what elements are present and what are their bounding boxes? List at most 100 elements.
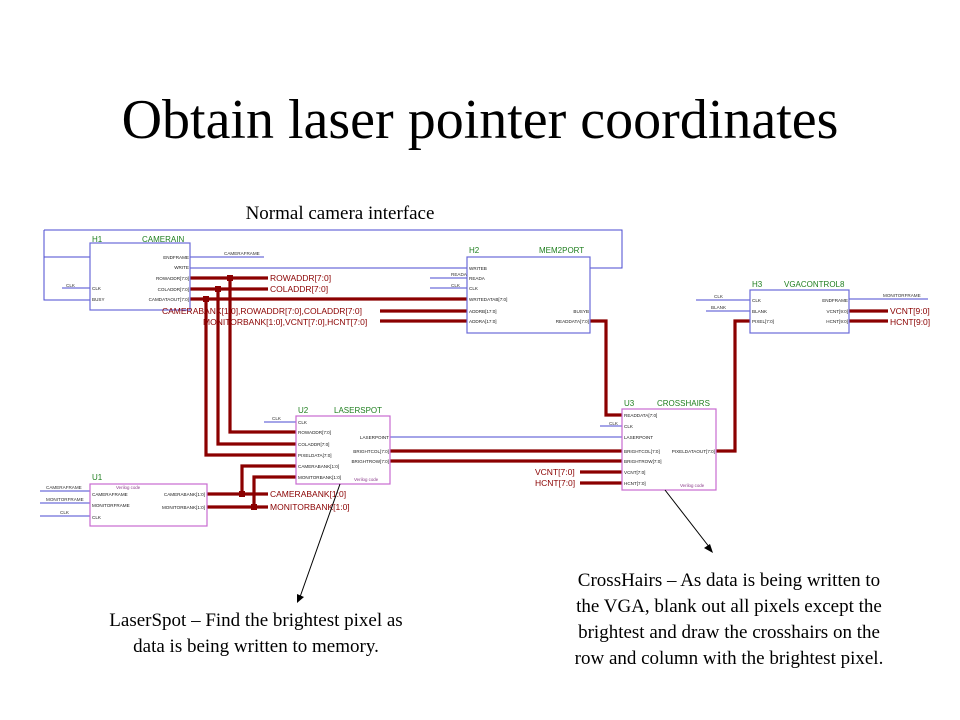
h3-blank-in-label: BLANK xyxy=(711,305,727,310)
svg-text:BRIGHTROW[7:0]: BRIGHTROW[7:0] xyxy=(624,459,662,464)
block-h3-vgacontrol8: H3 VGACONTROL8 CLK BLANK PIXEL[7:0] ENDF… xyxy=(749,280,850,334)
annotation-arrows xyxy=(297,483,713,603)
svg-text:WRITEDATAB[7:0]: WRITEDATAB[7:0] xyxy=(469,297,507,302)
svg-text:HCNT[7:0]: HCNT[7:0] xyxy=(535,478,575,488)
svg-text:MONITORBANK[1:0]: MONITORBANK[1:0] xyxy=(298,475,341,480)
svg-text:BRIGHTCOL[7:0]: BRIGHTCOL[7:0] xyxy=(624,449,660,454)
svg-text:LASERSPOT: LASERSPOT xyxy=(334,406,382,415)
svg-text:U1: U1 xyxy=(92,473,103,482)
svg-text:MONITORBANK[1:0]: MONITORBANK[1:0] xyxy=(162,505,205,510)
svg-text:READA: READA xyxy=(469,276,486,281)
svg-text:CROSSHAIRS: CROSSHAIRS xyxy=(657,399,710,408)
svg-text:PIXELDATA[7:0]: PIXELDATA[7:0] xyxy=(298,453,332,458)
svg-text:ADDRB[17:0]: ADDRB[17:0] xyxy=(469,309,497,314)
svg-text:MONITORFRAME: MONITORFRAME xyxy=(92,503,130,508)
svg-text:CLK: CLK xyxy=(469,286,479,291)
svg-text:Verilog code: Verilog code xyxy=(354,477,379,482)
h3-clk-in-label: CLK xyxy=(714,294,724,299)
block-u1-verilog: U1 Verilog code CAMERAFRAME MONITORFRAME… xyxy=(89,473,208,527)
svg-text:COLADDR[7:0]: COLADDR[7:0] xyxy=(158,287,189,292)
svg-text:HCNT[7:0]: HCNT[7:0] xyxy=(624,481,646,486)
crosshairs-caption: CrossHairs – As data is being written to… xyxy=(520,568,938,672)
slide-title: Obtain laser pointer coordinates xyxy=(121,89,839,151)
u3-clk-in-label: CLK xyxy=(609,421,619,426)
svg-text:CAMERABANK[1:0],ROWADDR[7:0],C: CAMERABANK[1:0],ROWADDR[7:0],COLADDR[7:0… xyxy=(162,306,362,316)
svg-text:ENDFRAME: ENDFRAME xyxy=(163,255,189,260)
data-buses xyxy=(190,275,888,510)
crosshairs-caption-line-2: the VGA, blank out all pixels except the xyxy=(576,596,882,617)
svg-text:WRITEB: WRITEB xyxy=(469,266,487,271)
svg-text:CLK: CLK xyxy=(624,424,634,429)
svg-text:BLANK: BLANK xyxy=(752,309,768,314)
svg-text:COLADDR[7:0]: COLADDR[7:0] xyxy=(270,284,328,294)
block-u2-laserspot: U2 LASERSPOT Verilog code CLK ROWADDR[7:… xyxy=(295,406,391,485)
crosshairs-caption-line-3: brightest and draw the crosshairs on the xyxy=(578,622,880,643)
laserspot-caption: LaserSpot – Find the brightest pixel as … xyxy=(60,608,452,660)
cameraframe-out-label: CAMERAFRAME xyxy=(224,251,260,256)
svg-text:ROWADDR[7:0]: ROWADDR[7:0] xyxy=(270,273,331,283)
block-h2-mem2port: H2 MEM2PORT WRITEB READA CLK WRITEDATAB[… xyxy=(466,246,591,334)
svg-text:CAMERABANK[1:0]: CAMERABANK[1:0] xyxy=(164,492,205,497)
crosshairs-caption-line-4: row and column with the brightest pixel. xyxy=(574,648,884,669)
svg-text:MONITORBANK[1:0],VCNT[7:0],HCN: MONITORBANK[1:0],VCNT[7:0],HCNT[7:0] xyxy=(203,317,367,327)
svg-text:VCNT[7:0]: VCNT[7:0] xyxy=(535,467,575,477)
svg-text:CLK: CLK xyxy=(298,420,308,425)
svg-text:U2: U2 xyxy=(298,406,309,415)
svg-text:ROWADDR[7:0]: ROWADDR[7:0] xyxy=(298,430,331,435)
block-u3-crosshairs: U3 CROSSHAIRS Verilog code READDATA[7:0]… xyxy=(621,399,717,491)
monitorframe-in-label: MONITORFRAME xyxy=(46,497,84,502)
svg-text:BRIGHTROW[7:0]: BRIGHTROW[7:0] xyxy=(351,459,389,464)
svg-text:BUSYB: BUSYB xyxy=(573,309,589,314)
svg-text:BUSY: BUSY xyxy=(92,297,105,302)
control-wires xyxy=(40,229,928,517)
svg-text:PIXELDATAOUT[7:0]: PIXELDATAOUT[7:0] xyxy=(672,449,715,454)
svg-text:MEM2PORT: MEM2PORT xyxy=(539,246,584,255)
svg-text:LASERPOINT: LASERPOINT xyxy=(624,435,653,440)
svg-text:PIXEL[7:0]: PIXEL[7:0] xyxy=(752,319,774,324)
svg-text:VCNT[9:0]: VCNT[9:0] xyxy=(890,306,930,316)
svg-text:HCNT[9:0]: HCNT[9:0] xyxy=(890,317,930,327)
svg-text:Verilog code: Verilog code xyxy=(680,483,705,488)
svg-text:LASERPOINT: LASERPOINT xyxy=(360,435,389,440)
svg-text:U3: U3 xyxy=(624,399,635,408)
svg-text:CLK: CLK xyxy=(92,515,102,520)
svg-text:VCNT[9:0]: VCNT[9:0] xyxy=(827,309,848,314)
h1-clk-in-label: CLK xyxy=(66,283,76,288)
h2-clk-in-label: CLK xyxy=(451,283,461,288)
svg-text:CAMERAIN: CAMERAIN xyxy=(142,235,184,244)
svg-text:READDATA[7:0]: READDATA[7:0] xyxy=(556,319,589,324)
laserspot-caption-line-1: LaserSpot – Find the brightest pixel as xyxy=(109,610,403,631)
svg-text:ENDFRAME: ENDFRAME xyxy=(822,298,848,303)
svg-text:H3: H3 xyxy=(752,280,763,289)
svg-text:ADDRA[17:0]: ADDRA[17:0] xyxy=(469,319,497,324)
camera-interface-caption: Normal camera interface xyxy=(245,203,435,224)
svg-text:H2: H2 xyxy=(469,246,480,255)
svg-text:CAMERAFRAME: CAMERAFRAME xyxy=(92,492,128,497)
svg-text:BRIGHTCOL[7:0]: BRIGHTCOL[7:0] xyxy=(353,449,389,454)
u1-clk-in-label: CLK xyxy=(60,510,70,515)
svg-text:ROWADDR[7:0]: ROWADDR[7:0] xyxy=(156,276,189,281)
svg-text:H1: H1 xyxy=(92,235,103,244)
svg-text:CAMDATAOUT[7:0]: CAMDATAOUT[7:0] xyxy=(149,297,189,302)
svg-text:CAMERABANK[1:0]: CAMERABANK[1:0] xyxy=(270,489,346,499)
svg-text:COLADDR[7:0]: COLADDR[7:0] xyxy=(298,442,329,447)
svg-text:CLK: CLK xyxy=(752,298,762,303)
block-h1-camerain: H1 CAMERAIN ENDFRAME WRITE ROWADDR[7:0] … xyxy=(89,235,191,311)
crosshairs-caption-line-1: CrossHairs – As data is being written to xyxy=(577,570,881,591)
svg-text:CAMERABANK[1:0]: CAMERABANK[1:0] xyxy=(298,464,339,469)
u2-clk-in-label: CLK xyxy=(272,416,282,421)
svg-text:VCNT[7:0]: VCNT[7:0] xyxy=(624,470,645,475)
svg-text:Verilog code: Verilog code xyxy=(116,485,141,490)
svg-text:VGACONTROL8: VGACONTROL8 xyxy=(784,280,845,289)
bus-labels: ROWADDR[7:0] COLADDR[7:0] CAMERABANK[1:0… xyxy=(162,273,930,512)
svg-text:CLK: CLK xyxy=(92,286,102,291)
reada-in-label: READA xyxy=(451,272,468,277)
laserspot-caption-line-2: data is being written to memory. xyxy=(133,636,379,657)
svg-text:READDATA[7:0]: READDATA[7:0] xyxy=(624,413,657,418)
cameraframe-in-label: CAMERAFRAME xyxy=(46,485,82,490)
svg-text:MONITORBANK[1:0]: MONITORBANK[1:0] xyxy=(270,502,350,512)
monitorframe-out-label: MONITORFRAME xyxy=(883,293,921,298)
svg-text:WRITE: WRITE xyxy=(174,265,189,270)
svg-text:HCNT[9:0]: HCNT[9:0] xyxy=(826,319,848,324)
